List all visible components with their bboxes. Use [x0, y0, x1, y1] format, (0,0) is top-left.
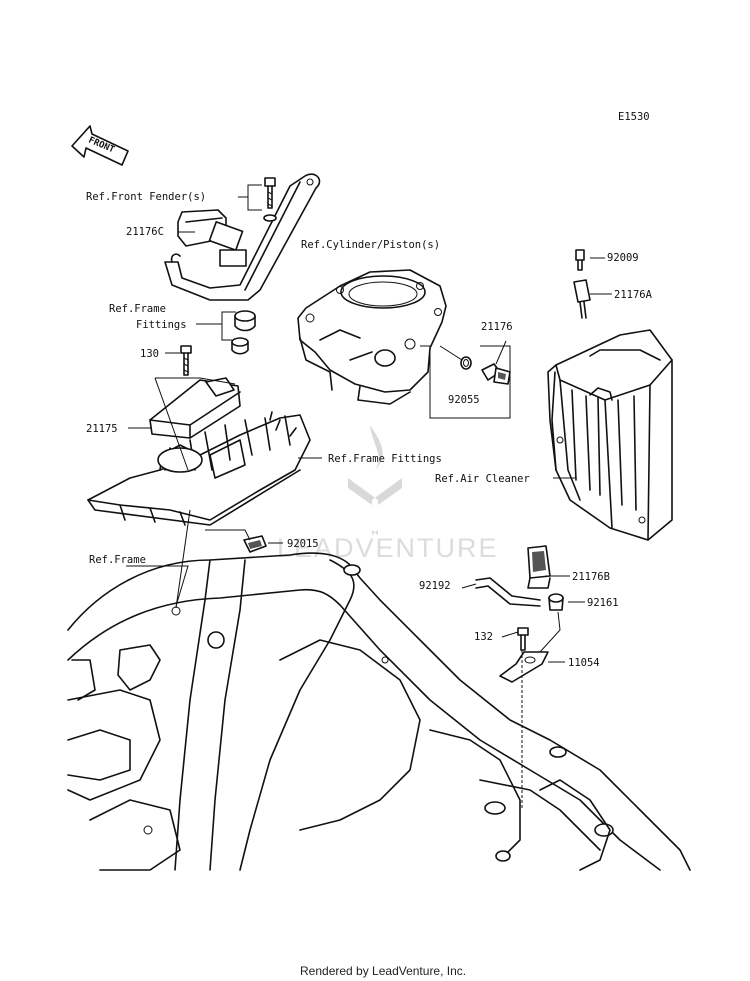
footer-credit: Rendered by LeadVenture, Inc. [300, 964, 466, 978]
collar-set [231, 310, 256, 355]
oring-92055 [460, 356, 472, 370]
front-arrow-icon: FRONT [71, 125, 129, 166]
label-92192[interactable]: 92192 [419, 580, 451, 592]
sensor-21176B [527, 545, 551, 589]
bolt-fender [263, 177, 277, 222]
leader-lines [126, 184, 612, 808]
cylinder [297, 269, 447, 405]
air-cleaner-box [547, 329, 673, 541]
label-ref-frame-fittings-2[interactable]: Fittings [136, 319, 187, 331]
label-130[interactable]: 130 [140, 348, 159, 360]
clip-92015 [243, 535, 267, 553]
label-ref-frame-fittings-b[interactable]: Ref.Frame Fittings [328, 453, 442, 465]
label-92015[interactable]: 92015 [287, 538, 319, 550]
watermark-logo-icon [348, 425, 402, 535]
watermark-text: LEADVENTURE [277, 533, 499, 563]
hose-92192 [475, 577, 541, 607]
frame [67, 552, 691, 871]
tray [87, 411, 311, 526]
label-ref-frame-fittings-1[interactable]: Ref.Frame [109, 303, 166, 315]
ecu-21175 [149, 377, 241, 439]
labels: Ref.Front Fender(s) 21176C Ref.Frame Fit… [86, 191, 653, 669]
fitting-92161 [548, 593, 564, 611]
label-21176[interactable]: 21176 [481, 321, 513, 333]
label-21176A[interactable]: 21176A [614, 289, 653, 301]
label-ref-front-fender[interactable]: Ref.Front Fender(s) [86, 191, 206, 203]
label-ref-frame[interactable]: Ref.Frame [89, 554, 146, 566]
label-92055[interactable]: 92055 [448, 394, 480, 406]
label-21176C[interactable]: 21176C [126, 226, 164, 238]
bolt-130 [180, 345, 192, 376]
label-ref-air-cleaner[interactable]: Ref.Air Cleaner [435, 473, 530, 485]
bracket-assembly [164, 173, 321, 301]
label-21176B[interactable]: 21176B [572, 571, 610, 583]
label-132[interactable]: 132 [474, 631, 493, 643]
bracket-11054 [499, 651, 549, 683]
label-ref-cylinder-piston[interactable]: Ref.Cylinder/Piston(s) [301, 239, 440, 251]
label-21175[interactable]: 21175 [86, 423, 118, 435]
diagram-code: E1530 [618, 111, 650, 123]
bolt-132 [517, 627, 529, 651]
sensor-21176A [573, 249, 591, 319]
label-92161[interactable]: 92161 [587, 597, 619, 609]
label-92009[interactable]: 92009 [607, 252, 639, 264]
relay-21176C [177, 209, 247, 267]
label-11054[interactable]: 11054 [568, 657, 600, 669]
watermark: LEADVENTURE [277, 425, 499, 563]
sensor-21176 [481, 363, 511, 385]
